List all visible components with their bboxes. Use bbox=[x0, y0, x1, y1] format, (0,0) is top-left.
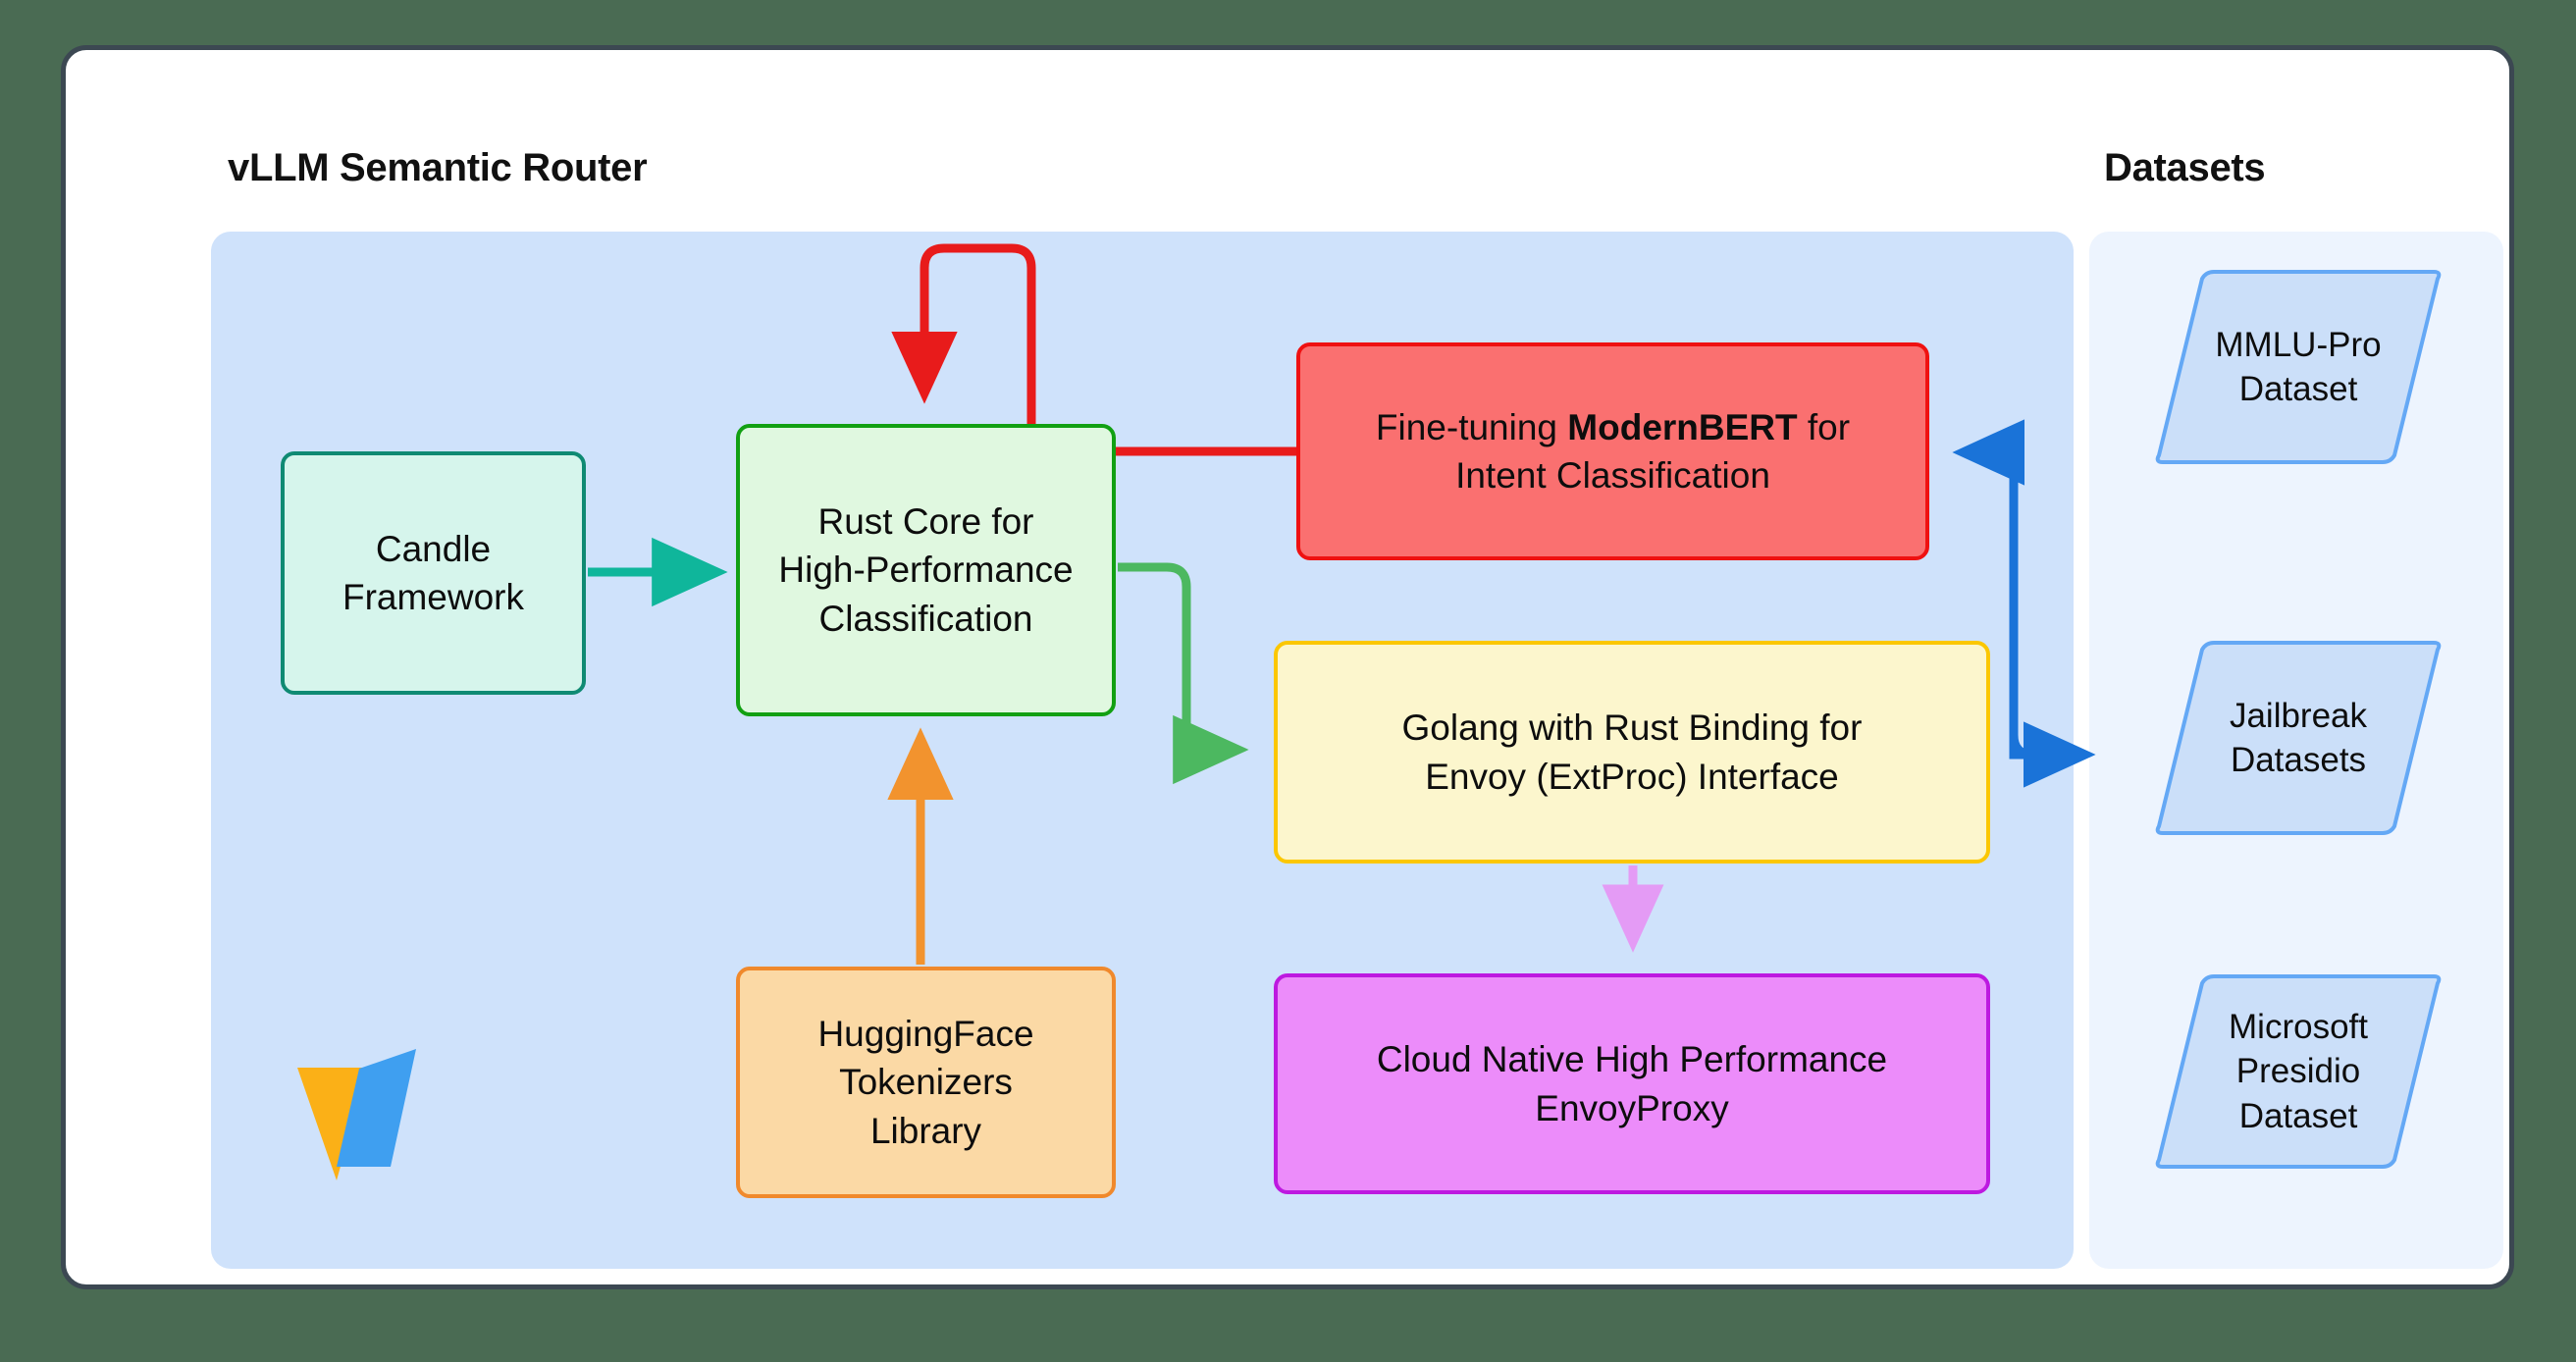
node-bert-prefix: Fine-tuning bbox=[1375, 406, 1568, 447]
dataset-1-line2: Datasets bbox=[2230, 741, 2367, 779]
node-candle-framework[interactable]: Candle Framework bbox=[281, 451, 586, 695]
node-rust-line1: Rust Core for bbox=[817, 501, 1034, 543]
node-hf-line3: Library bbox=[869, 1110, 982, 1151]
dataset-0-line1: MMLU-Pro bbox=[2215, 325, 2382, 364]
node-bert-line2: Intent Classification bbox=[1455, 455, 1770, 496]
node-golang-envoy-extproc[interactable]: Golang with Rust Binding for Envoy (ExtP… bbox=[1274, 641, 1990, 864]
parallelogram-icon bbox=[2155, 270, 2442, 464]
dataset-node-microsoft-presidio[interactable]: Microsoft Presidio Dataset bbox=[2151, 972, 2445, 1171]
node-envoy-line2: EnvoyProxy bbox=[1535, 1087, 1729, 1128]
node-rust-line2: High-Performance bbox=[778, 550, 1074, 591]
node-golang-line1: Golang with Rust Binding for bbox=[1401, 707, 1863, 749]
node-envoy-line1: Cloud Native High Performance bbox=[1376, 1039, 1888, 1080]
node-bert-bold: ModernBERT bbox=[1567, 406, 1798, 447]
group-title-router: vLLM Semantic Router bbox=[228, 146, 648, 189]
group-title-datasets: Datasets bbox=[2104, 146, 2266, 189]
node-modernbert-finetuning[interactable]: Fine-tuning ModernBERT for Intent Classi… bbox=[1296, 342, 1929, 560]
dataset-node-mmlu-pro[interactable]: MMLU-Pro Dataset bbox=[2151, 268, 2445, 466]
vllm-logo-icon bbox=[297, 1049, 416, 1180]
node-envoy-proxy[interactable]: Cloud Native High Performance EnvoyProxy bbox=[1274, 973, 1990, 1194]
node-candle-line1: Candle bbox=[375, 528, 492, 569]
parallelogram-icon bbox=[2155, 974, 2442, 1169]
dataset-2-line3: Dataset bbox=[2238, 1096, 2358, 1135]
dataset-2-line1: Microsoft bbox=[2229, 1007, 2368, 1046]
node-bert-suffix: for bbox=[1797, 406, 1851, 447]
node-hf-line2: Tokenizers bbox=[839, 1062, 1013, 1103]
dataset-1-line1: Jailbreak bbox=[2229, 696, 2368, 735]
diagram-card: vLLM Semantic Router Datasets bbox=[61, 45, 2514, 1289]
dataset-node-jailbreak[interactable]: Jailbreak Datasets bbox=[2151, 639, 2445, 837]
node-rust-line3: Classification bbox=[818, 598, 1033, 639]
node-hf-line1: HuggingFace bbox=[817, 1014, 1034, 1055]
node-golang-line2: Envoy (ExtProc) Interface bbox=[1425, 756, 1839, 797]
parallelogram-icon bbox=[2155, 641, 2442, 835]
node-huggingface-tokenizers[interactable]: HuggingFace Tokenizers Library bbox=[736, 967, 1116, 1198]
dataset-2-line2: Presidio bbox=[2235, 1052, 2361, 1091]
dataset-0-line2: Dataset bbox=[2238, 370, 2358, 408]
node-rust-core[interactable]: Rust Core for High-Performance Classific… bbox=[736, 424, 1116, 716]
node-candle-line2: Framework bbox=[342, 577, 525, 617]
